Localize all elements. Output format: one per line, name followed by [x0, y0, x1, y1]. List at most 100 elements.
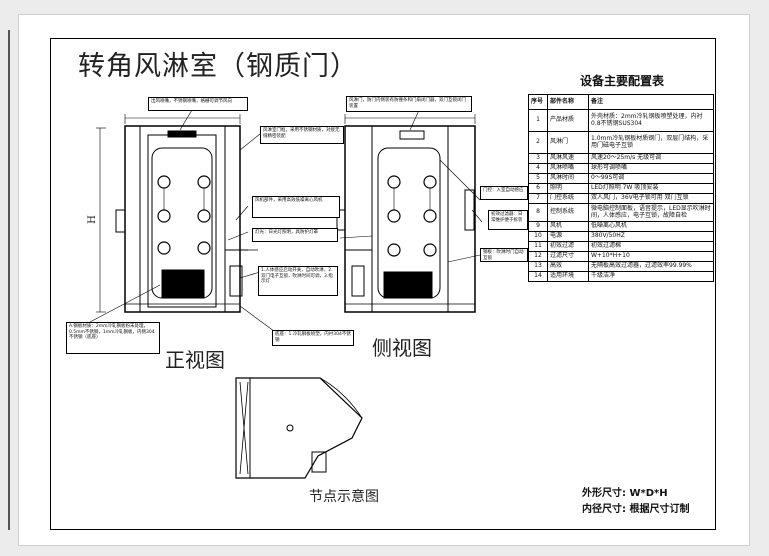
front-nozzle: [157, 209, 171, 223]
callout-side-right-3: 钢板：吹淋时门自动互锁: [480, 248, 528, 262]
part-remark: 千级洁净: [588, 271, 714, 282]
front-nozzle: [197, 175, 211, 189]
part-name: 电源: [547, 231, 589, 242]
part-remark: 双人风门，36V电子锁可用 双门互锁: [588, 193, 714, 204]
row-number: 4: [528, 163, 548, 174]
part-name: 照明: [547, 183, 589, 194]
side-nozzle: [387, 243, 401, 257]
part-remark: 无隔板高效过滤器，过滤效率99.99%: [588, 261, 714, 272]
row-number: 6: [528, 183, 548, 194]
front-nozzle: [157, 241, 171, 255]
inner-size-text: 内径尺寸: 根据尺寸订制: [582, 504, 690, 515]
part-name: 产品材质: [547, 109, 589, 132]
part-name: 风淋门: [547, 131, 589, 154]
side-nozzle: [423, 175, 437, 189]
part-name: 控制系统: [547, 203, 589, 222]
node-outline: [235, 377, 363, 479]
front-nozzle: [197, 209, 211, 223]
front-handle-left: [115, 209, 126, 233]
row-number: 5: [528, 173, 548, 184]
drawing-title: 转角风淋室（钢质门）: [78, 51, 358, 82]
part-name: 风淋风速: [547, 153, 589, 164]
front-view-label: 正视图: [165, 348, 225, 372]
callout-front-left: A.钢板材质：2mm冷轧钢板粉末处理，0.5mm不锈钢，1mm冷轧钢板，内侧30…: [66, 322, 160, 354]
callout-front-right-4: 1.人体感应启动开关，自动吹淋，2.双门电子互锁，吹淋时间可调，3.指示灯: [258, 266, 338, 296]
col-header: 部件名称: [547, 94, 589, 110]
part-name: 门控系统: [547, 193, 589, 204]
part-remark: 0～99S可调: [588, 173, 714, 184]
part-remark: 球形可调喷嘴: [588, 163, 714, 174]
callout-front-right-1: 风淋室门框，采用不锈钢材质，对接无缝精密装配: [260, 126, 344, 144]
row-number: 14: [528, 271, 548, 282]
part-name: 适用环境: [547, 271, 589, 282]
front-view: [89, 104, 279, 335]
part-name: 风淋时间: [547, 173, 589, 184]
callout-side-right-1: 门控：入室自动感应: [480, 186, 528, 200]
row-number: 13: [528, 261, 548, 272]
part-remark: 1.0mm冷轧钢板材质钢门，双层门结构，采用门磁电子互锁: [588, 131, 714, 154]
front-grille: [161, 269, 205, 299]
row-number: 1: [528, 109, 548, 132]
sheet-edge-rule: [8, 30, 10, 530]
col-header: 序号: [528, 94, 548, 110]
node-view-label: 节点示意图: [309, 489, 379, 505]
part-remark: 微电脑控制面板，语音提示，LED显示吹淋时间，人体感应，电子互锁，故障自检: [588, 203, 714, 222]
part-name: 高效: [547, 261, 589, 272]
part-name: 风淋喷嘴: [547, 163, 589, 174]
side-nozzle: [423, 243, 437, 257]
config-table-title: 设备主要配置表: [580, 74, 665, 88]
part-name: 初效过滤: [547, 241, 589, 252]
row-number: 3: [528, 153, 548, 164]
side-view: [336, 107, 483, 313]
col-header: 备注: [588, 94, 714, 110]
row-number: 11: [528, 241, 548, 252]
node-marker: [286, 424, 294, 432]
row-number: 7: [528, 193, 548, 204]
node-detail-view: [235, 377, 363, 479]
part-remark: LED灯照明 7W 吸顶安装: [588, 183, 714, 194]
config-table-header: 序号 部件名称 备注: [528, 94, 714, 110]
part-name: 风机: [547, 221, 589, 232]
row-number: 10: [528, 231, 548, 242]
row-number: 9: [528, 221, 548, 232]
row-number: 12: [528, 251, 548, 262]
side-nozzle: [423, 209, 437, 223]
dim-h-label: H: [86, 215, 98, 224]
front-nozzle: [157, 175, 171, 189]
callout-front-bottom: 底座：1.冷轧钢板喷塑，内衬304不锈钢: [272, 330, 354, 346]
side-nozzle: [387, 209, 401, 223]
drawing-frame: [50, 38, 716, 530]
part-remark: 初效过滤棉: [588, 241, 714, 252]
front-nozzle: [197, 241, 211, 255]
callout-front-right-2: 风机部件，采用高效低噪离心风机: [252, 196, 340, 218]
side-view-label: 侧视图: [372, 336, 432, 360]
part-name: 过滤尺寸: [547, 251, 589, 262]
part-remark: 380V/50HZ: [588, 231, 714, 242]
callout-front-top: 出风喷嘴，不锈钢喷嘴，格栅可调节风向: [148, 97, 248, 111]
part-remark: 风速20～25m/s 无级可调: [588, 153, 714, 164]
front-side-box: [229, 265, 243, 297]
callout-side-right-2: 初效过滤器：日常维护便于拆装: [488, 210, 528, 230]
callout-side-top: 风淋门，防门内侧装有防撞条和门扇闭门器，双门互锁闭门装置: [346, 96, 472, 112]
side-nozzle: [387, 175, 401, 189]
part-remark: W+10*H+10: [588, 251, 714, 262]
front-top-bar: [167, 130, 197, 138]
row-number: 8: [528, 203, 548, 222]
part-remark: 外壳材质：2mm冷轧钢板喷塑处理，内衬0.8不锈钢SUS304: [588, 109, 714, 132]
outer-size-text: 外形尺寸: W*D*H: [582, 488, 668, 499]
